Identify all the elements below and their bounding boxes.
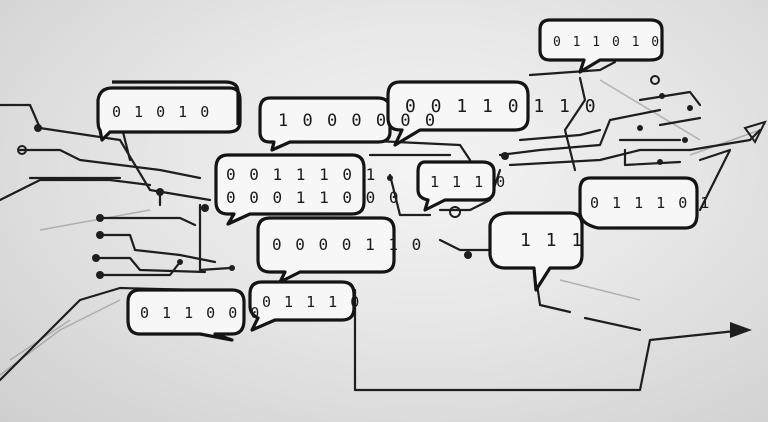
bubble-labels: 0 1 1 0 1 0 0 1 0 1 0 1 0 0 0 0 0 0 0 0 … — [112, 35, 711, 322]
bubble-8-text: 1 1 1 — [520, 230, 584, 251]
circuit-traces — [0, 60, 762, 392]
bubble-9-text: 0 1 1 0 0 0 — [140, 304, 261, 322]
bubble-10-text: 0 1 1 1 0 — [262, 293, 361, 311]
bubble-0-text: 0 1 1 0 1 0 — [553, 35, 661, 50]
bubble-5 — [416, 160, 496, 212]
connector-dots — [17, 75, 693, 279]
bubble-6-text: 0 1 1 1 0 1 — [590, 194, 711, 212]
bubble-7 — [256, 216, 396, 284]
bubble-4-text-line-1: 0 0 1 1 1 0 1 — [226, 165, 377, 184]
bubble-2-text: 1 0 0 0 0 0 0 — [278, 111, 437, 131]
bubble-4-text-line-2: 0 0 0 1 1 0 0 0 — [226, 188, 401, 207]
bubble-0 — [538, 18, 664, 74]
bubble-10 — [248, 280, 356, 332]
bubble-4 — [214, 153, 366, 226]
bubble-8 — [488, 211, 584, 292]
bubble-3 — [386, 80, 530, 147]
bubble-1-text: 0 1 0 1 0 — [112, 103, 211, 121]
bubble-3-text: 0 0 1 1 0 1 1 0 — [405, 96, 598, 117]
bubble-5-text: 1 1 1 0 — [430, 173, 507, 191]
bubble-6 — [578, 176, 699, 230]
bubble-9 — [126, 288, 246, 342]
arrow-icons — [730, 120, 767, 338]
speech-bubbles — [96, 18, 699, 342]
bubble-7-text: 0 0 0 0 1 1 0 — [272, 235, 423, 254]
